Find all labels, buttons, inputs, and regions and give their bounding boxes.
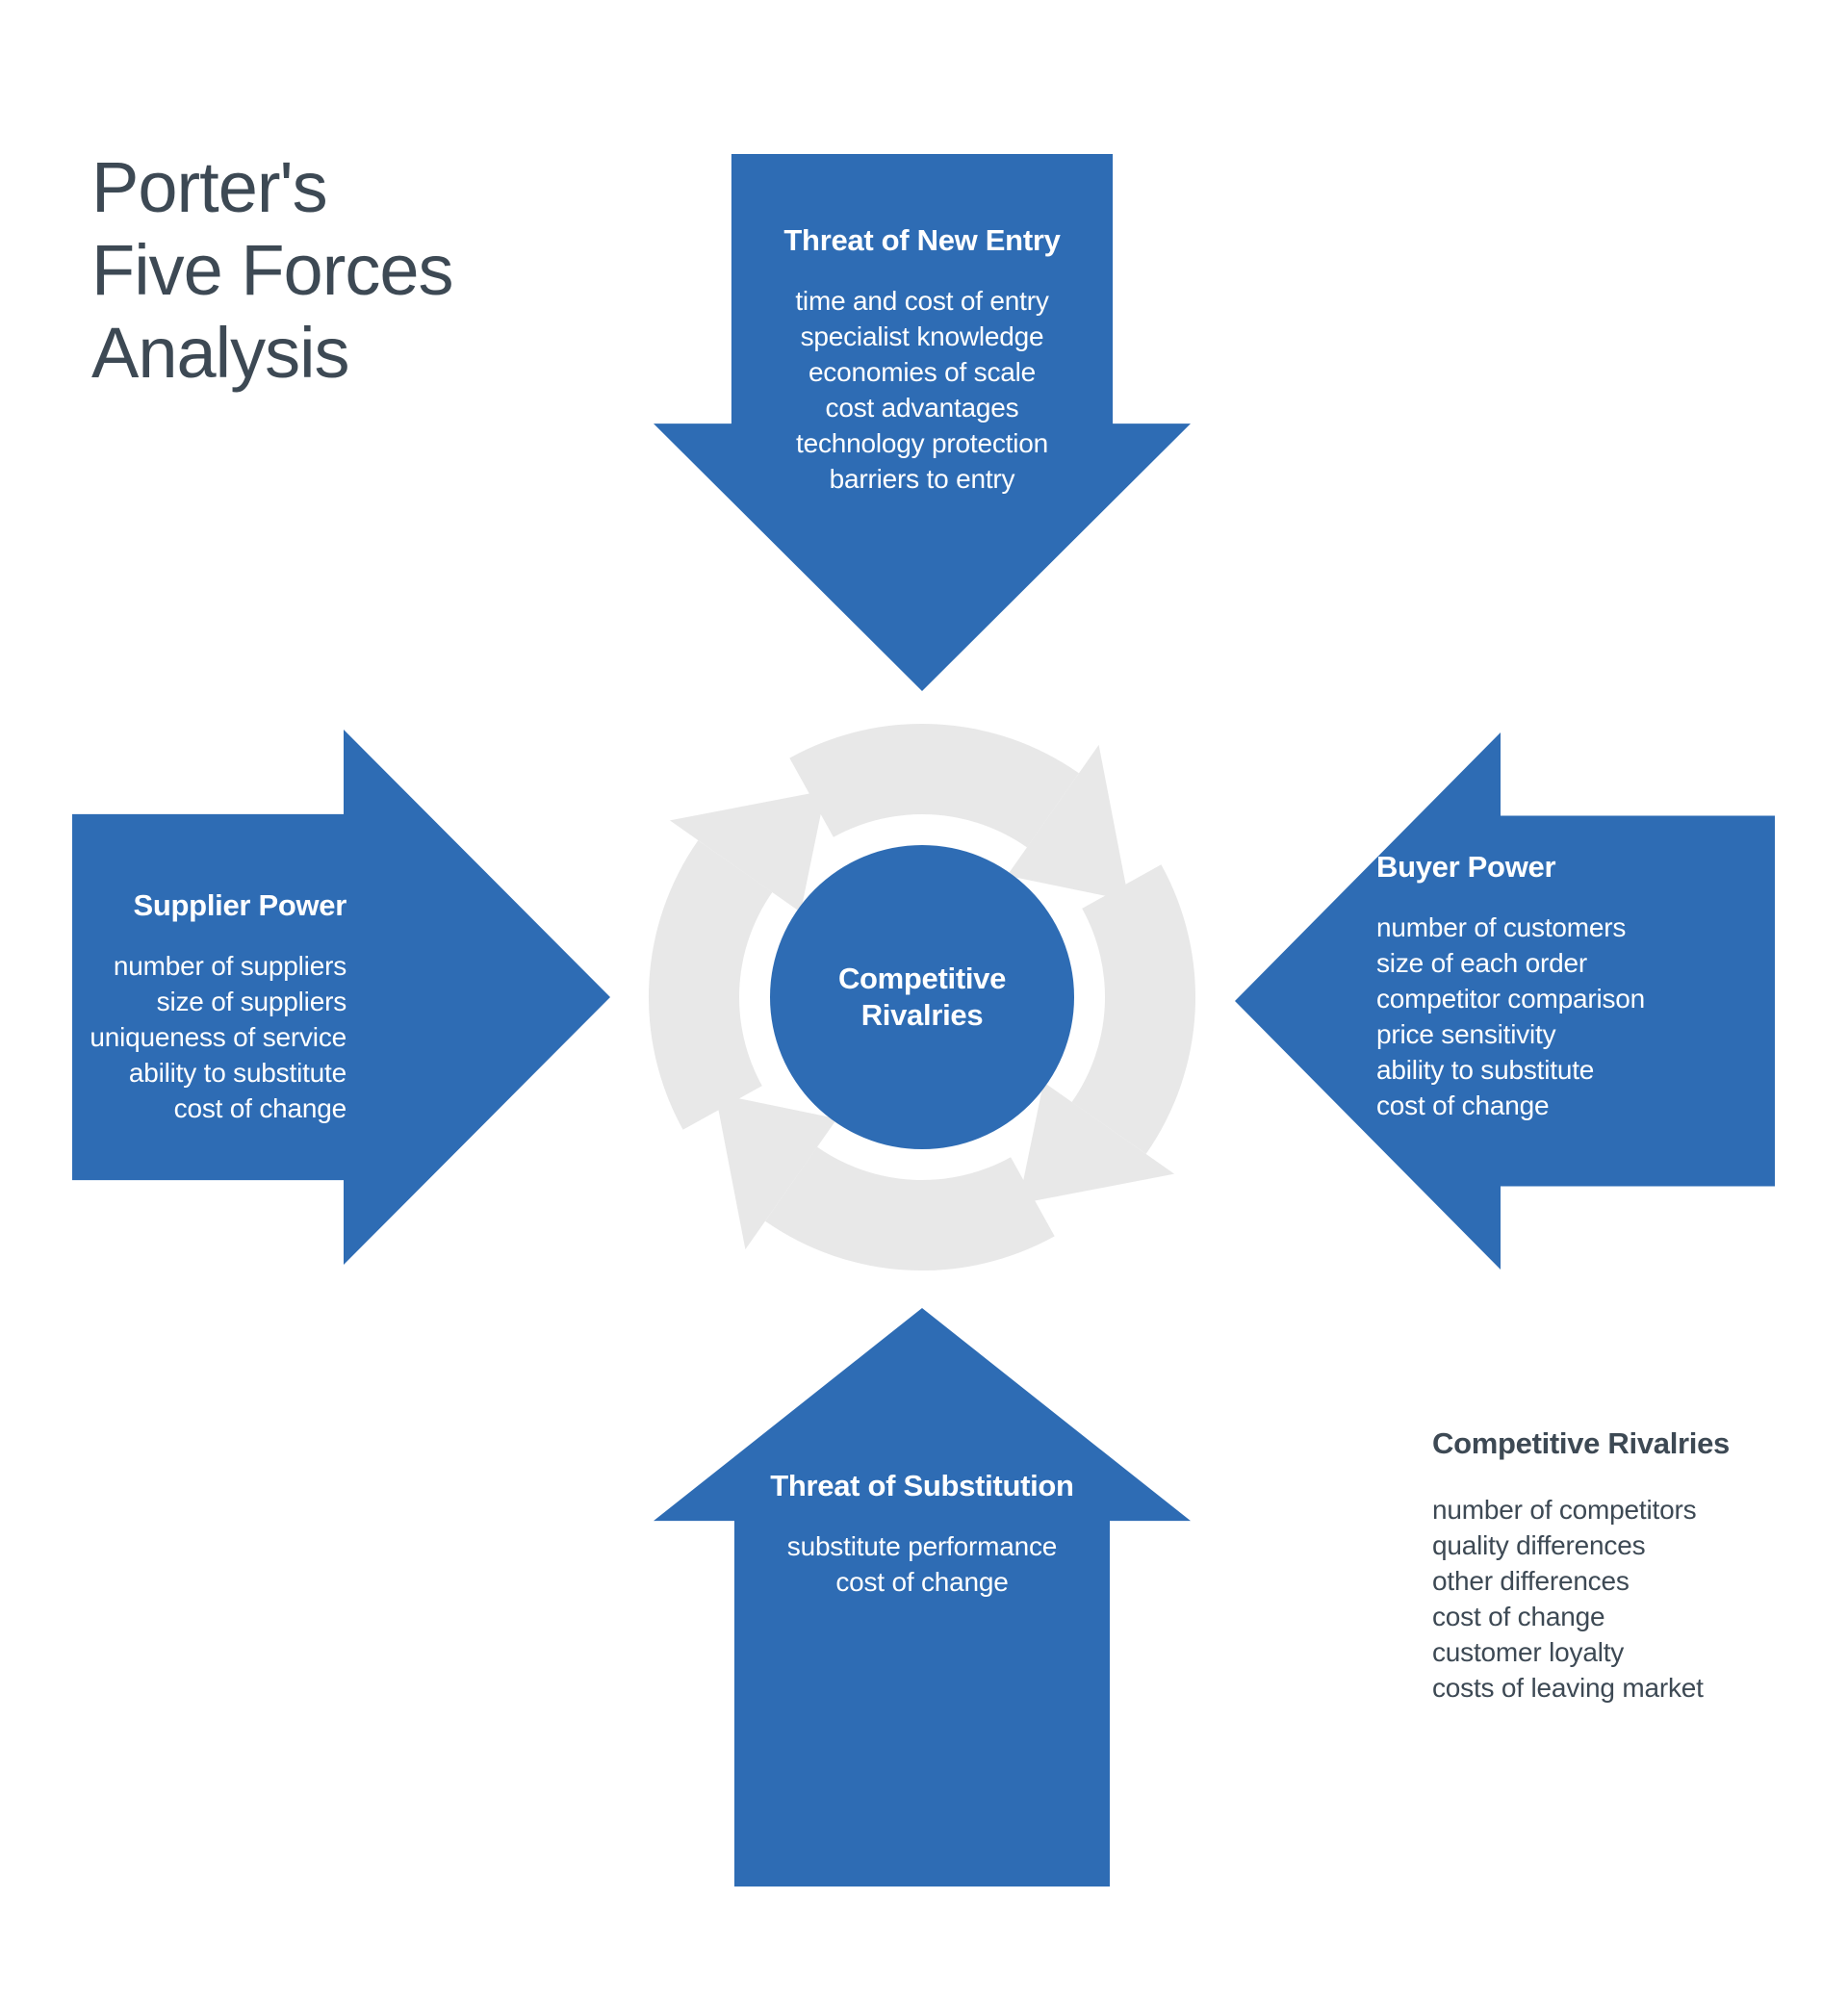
buyer-power-list: number of customers size of each order com… (1376, 910, 1761, 1123)
list-line: substitute performance (786, 1531, 1058, 1561)
list-line: size of suppliers (156, 987, 347, 1016)
threat-of-substitution-list: substitute performance cost of change (697, 1528, 1148, 1600)
list-line: Analysis (91, 313, 350, 393)
competitive-rivalries-circle-label: Competitive Rivalries (837, 962, 1007, 1032)
buyer-power-title: Buyer Power (1376, 850, 1556, 884)
list-line: number of customers (1376, 912, 1627, 942)
list-line: cost of change (835, 1567, 1009, 1597)
list-line: cost of change (1376, 1091, 1550, 1120)
list-line: barriers to entry (829, 464, 1015, 494)
buyer-power-arrow: Buyer Power number of customers size of e… (1235, 732, 1775, 1270)
competitive-rivalries-title: Competitive Rivalries (1432, 1426, 1730, 1460)
list-line: number of suppliers (113, 951, 346, 981)
list-line: costs of leaving market (1432, 1673, 1704, 1703)
competitive-rivalries-circle: Competitive Rivalries (770, 845, 1074, 1149)
supplier-power-title: Supplier Power (133, 888, 347, 922)
supplier-power-list: number of suppliers size of suppliers uniq… (72, 948, 346, 1126)
list-line: competitor comparison (1376, 984, 1646, 1014)
list-line: technology protection (796, 428, 1048, 458)
list-line: specialist knowledge (800, 321, 1044, 351)
cycle-arrows-icon (648, 723, 1196, 1271)
threat-of-new-entry-title: Threat of New Entry (783, 223, 1061, 257)
threat-of-new-entry-list: time and cost of entry specialist knowled… (732, 283, 1113, 497)
list-line: ability to substitute (128, 1058, 346, 1088)
threat-of-substitution-arrow: Threat of Substitution substitute perfor… (654, 1308, 1191, 1886)
list-line: quality differences (1432, 1530, 1646, 1560)
list-line: cost of change (1432, 1602, 1605, 1631)
list-line: cost advantages (825, 393, 1019, 423)
list-line: ability to substitute (1376, 1055, 1595, 1085)
supplier-power-arrow: Supplier Power number of suppliers size o… (72, 730, 610, 1265)
list-line: Porter's (91, 147, 328, 227)
competitive-rivalries-block: Competitive Rivalries number of competit… (1432, 1424, 1817, 1706)
list-line: customer loyalty (1432, 1637, 1625, 1667)
list-line: other differences (1432, 1566, 1630, 1596)
list-line: time and cost of entry (795, 286, 1049, 316)
threat-of-substitution-title: Threat of Substitution (770, 1469, 1074, 1502)
list-line: price sensitivity (1376, 1019, 1556, 1049)
list-line: cost of change (173, 1093, 347, 1123)
threat-of-new-entry-arrow: Threat of New Entry time and cost of ent… (654, 154, 1191, 691)
list-line: economies of scale (808, 357, 1037, 387)
list-line: size of each order (1376, 948, 1587, 978)
list-line: uniqueness of service (90, 1022, 346, 1052)
list-line: Five Forces (91, 230, 454, 310)
competitive-rivalries-list: number of competitors quality differences… (1432, 1492, 1817, 1706)
list-line: number of competitors (1432, 1495, 1697, 1525)
